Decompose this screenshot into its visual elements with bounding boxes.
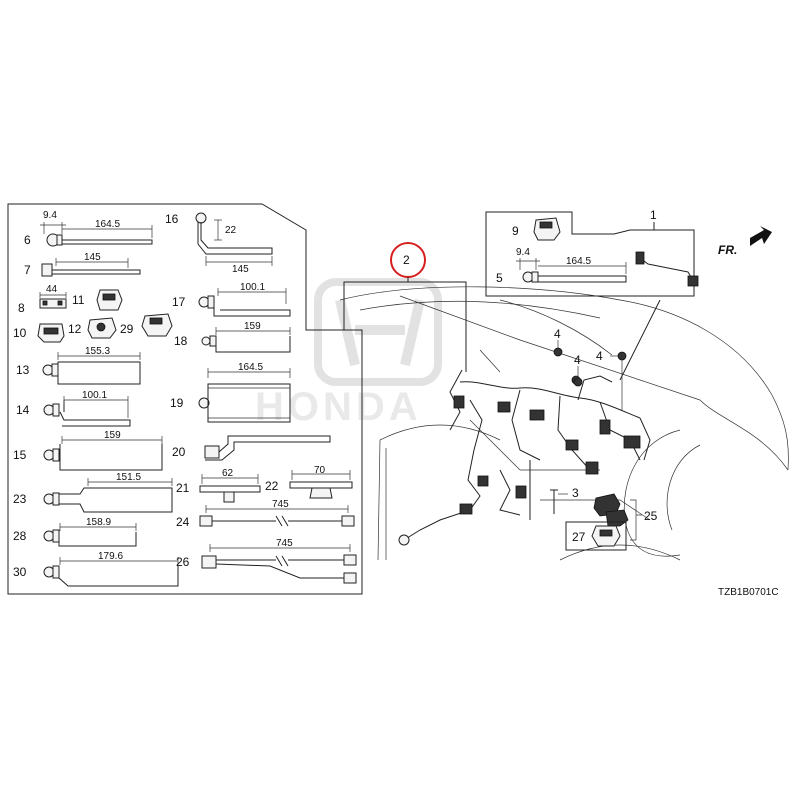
callout-16: 16 [165,212,179,226]
callout-29: 29 [120,322,134,336]
dim-13: 155.3 [85,346,110,357]
dim-15: 159 [104,430,121,441]
part-7 [41,258,141,277]
dim-28: 158.9 [86,517,111,528]
callout-28: 28 [13,529,27,543]
dim-8: 44 [46,284,58,295]
dim-5-b: 164.5 [566,256,591,267]
callout-4c: 4 [596,349,603,363]
callout-12: 12 [68,322,82,336]
callout-2: 2 [403,253,410,267]
callout-26: 26 [176,555,190,569]
inset-box-27 [565,521,627,551]
dim-5-a: 9.4 [516,247,530,258]
front-label: FR. [718,243,737,257]
dim-6-b: 164.5 [95,219,120,230]
callout-21: 21 [176,481,190,495]
parts-panel-border [7,203,363,595]
part-3 [550,489,568,514]
part-16 [195,212,273,266]
dim-7: 145 [84,252,101,263]
callout-1: 1 [650,208,657,222]
dim-18: 159 [244,321,261,332]
dim-22: 70 [314,465,326,476]
callout-9: 9 [512,224,519,238]
part-4-a [553,340,563,357]
callout-4a: 4 [554,327,561,341]
front-arrow-icon [750,226,772,246]
callout-30: 30 [13,565,27,579]
car-body [339,286,789,561]
callout-18: 18 [174,334,188,348]
part-8 [39,292,67,309]
callout-20: 20 [172,445,186,459]
part-9 [533,217,561,241]
callout-15: 15 [13,448,27,462]
callout-8: 8 [18,301,25,315]
part-26 [201,544,357,584]
dim-17: 100.1 [240,282,265,293]
dim-21: 62 [222,468,234,479]
part-22 [289,470,353,499]
callout-7: 7 [24,263,31,277]
part-23 [43,478,173,513]
part-13 [42,352,141,385]
part-17 [198,288,291,317]
honda-watermark: HONDA [255,278,442,429]
part-4-c [610,351,627,410]
leader-part-2 [343,277,467,372]
callout-5: 5 [496,271,503,285]
dim-16-b: 145 [232,264,249,275]
part-14 [43,396,131,427]
dim-16-a: 22 [225,225,237,236]
part-27 [591,525,621,547]
callout-4b: 4 [574,353,581,367]
callout-13: 13 [16,363,30,377]
part-15 [43,436,163,471]
callout-25: 25 [644,509,658,523]
callout-24: 24 [176,515,190,529]
part-10 [37,323,65,343]
dim-19: 164.5 [238,362,263,373]
inset-box-1 [485,211,695,297]
dim-23: 151.5 [116,472,141,483]
diagram-code: TZB1B0701C [718,587,779,598]
part-24 [199,505,355,527]
part-1-cable [619,222,699,381]
part-4-b [573,366,583,387]
callout-3: 3 [572,486,579,500]
dim-26: 745 [276,538,293,549]
callout-19: 19 [170,396,184,410]
part-11 [96,289,123,311]
callout-10: 10 [13,326,27,340]
callout-17: 17 [172,295,186,309]
callout-14: 14 [16,403,30,417]
part-18 [201,327,291,353]
dim-6-a: 9.4 [43,210,57,221]
part-29 [141,313,173,337]
dim-30: 179.6 [98,551,123,562]
callout-6: 6 [24,233,31,247]
part-21 [199,474,261,503]
part-30 [43,557,179,587]
part-19 [198,368,291,423]
part-20 [204,435,331,461]
part-12 [87,317,117,339]
callout-23: 23 [13,492,27,506]
part-28 [43,523,137,547]
callout-11: 11 [72,293,85,307]
callout-22: 22 [265,479,279,493]
dim-14: 100.1 [82,390,107,401]
part-5 [516,258,627,283]
callout-27: 27 [572,530,586,544]
wire-harness [398,369,651,546]
dim-24: 745 [272,499,289,510]
part-6 [40,222,153,247]
